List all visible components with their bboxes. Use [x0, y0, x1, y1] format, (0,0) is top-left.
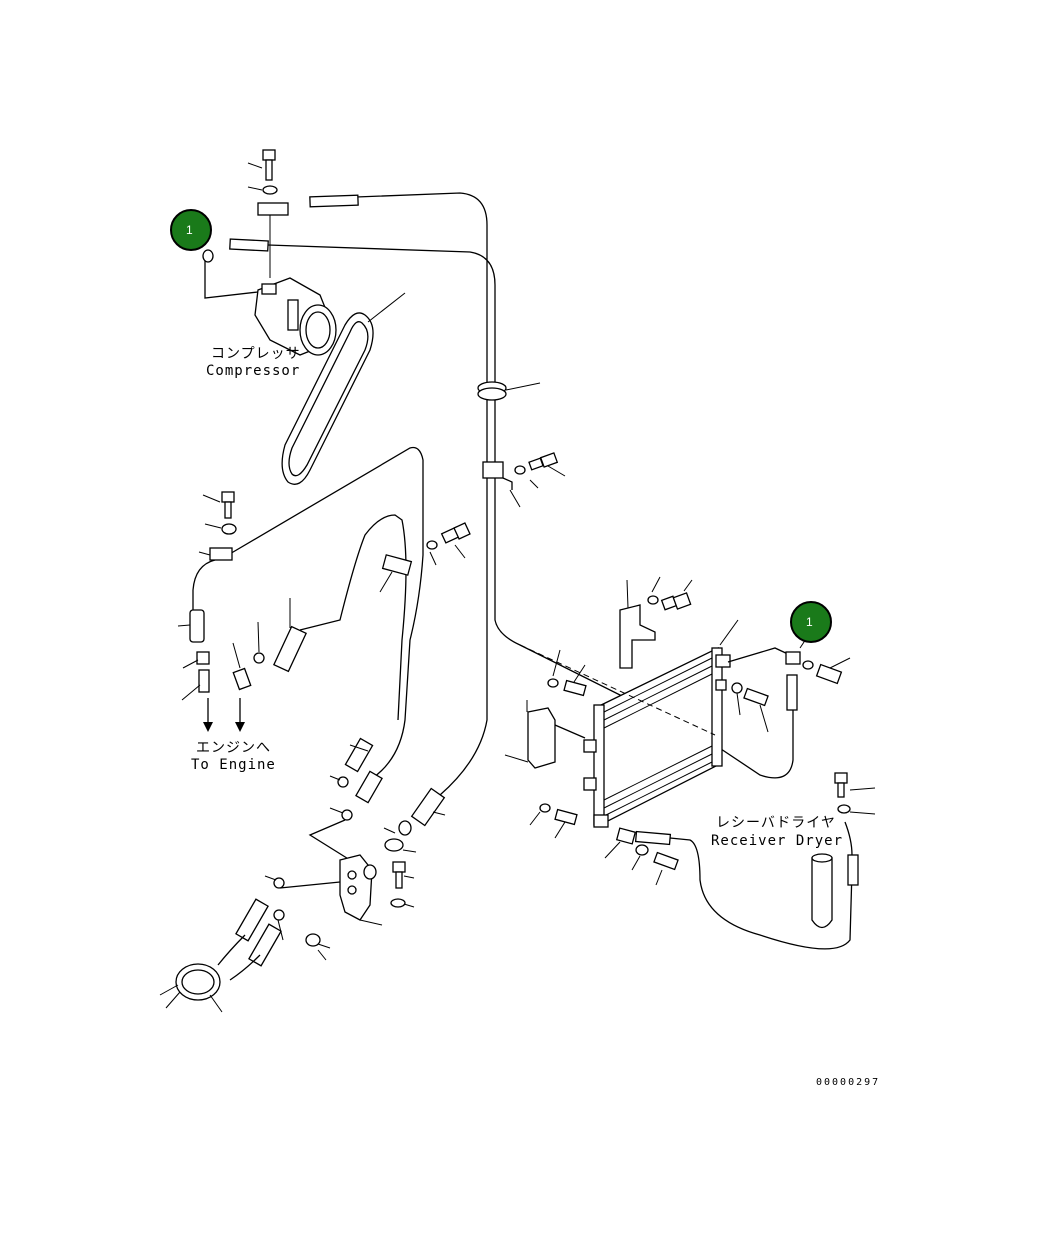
callout-1-compressor[interactable]: 1: [170, 209, 212, 251]
discharge-hose-upper: [229, 192, 794, 779]
condenser: [519, 619, 739, 828]
condenser-lower-fittings: [604, 827, 679, 886]
callout-1-receiver-dryer[interactable]: 1: [790, 601, 832, 643]
hose-clamps: [477, 381, 566, 508]
receiver-dryer: [811, 772, 876, 929]
to-engine-label-en: To Engine: [191, 757, 276, 773]
to-engine-label-jp: エンジンへ: [196, 740, 271, 756]
left-clamp-bolt: [198, 491, 237, 561]
mid-clamp-bolts: [379, 522, 471, 593]
receiver-dryer-label-jp: レシーバドライヤ: [716, 815, 836, 831]
receiver-dryer-fittings: [727, 635, 851, 711]
liquid-line: [439, 248, 853, 950]
figure-code: 00000297: [816, 1077, 880, 1088]
compressor-label-jp: コンプレッサ: [211, 346, 301, 362]
receiver-dryer-label-en: Receiver Dryer: [711, 833, 843, 849]
lower-hose-assembly: [308, 737, 446, 861]
compressor-bolt-group: [247, 149, 289, 278]
condenser-bracket-upper: [619, 576, 693, 669]
engine-fittings: [177, 598, 291, 732]
suction-hose-left: [189, 446, 424, 781]
compressor: [202, 249, 337, 356]
bottom-hoses-grommet: [159, 898, 285, 1013]
callout-number: 1: [806, 615, 813, 629]
condenser-side-mount: [504, 649, 587, 839]
callout-number: 1: [186, 223, 193, 237]
drive-belt: [281, 292, 406, 485]
compressor-label-en: Compressor: [206, 363, 300, 379]
lower-bracket: [264, 854, 415, 961]
condenser-right-bolts: [731, 682, 769, 733]
